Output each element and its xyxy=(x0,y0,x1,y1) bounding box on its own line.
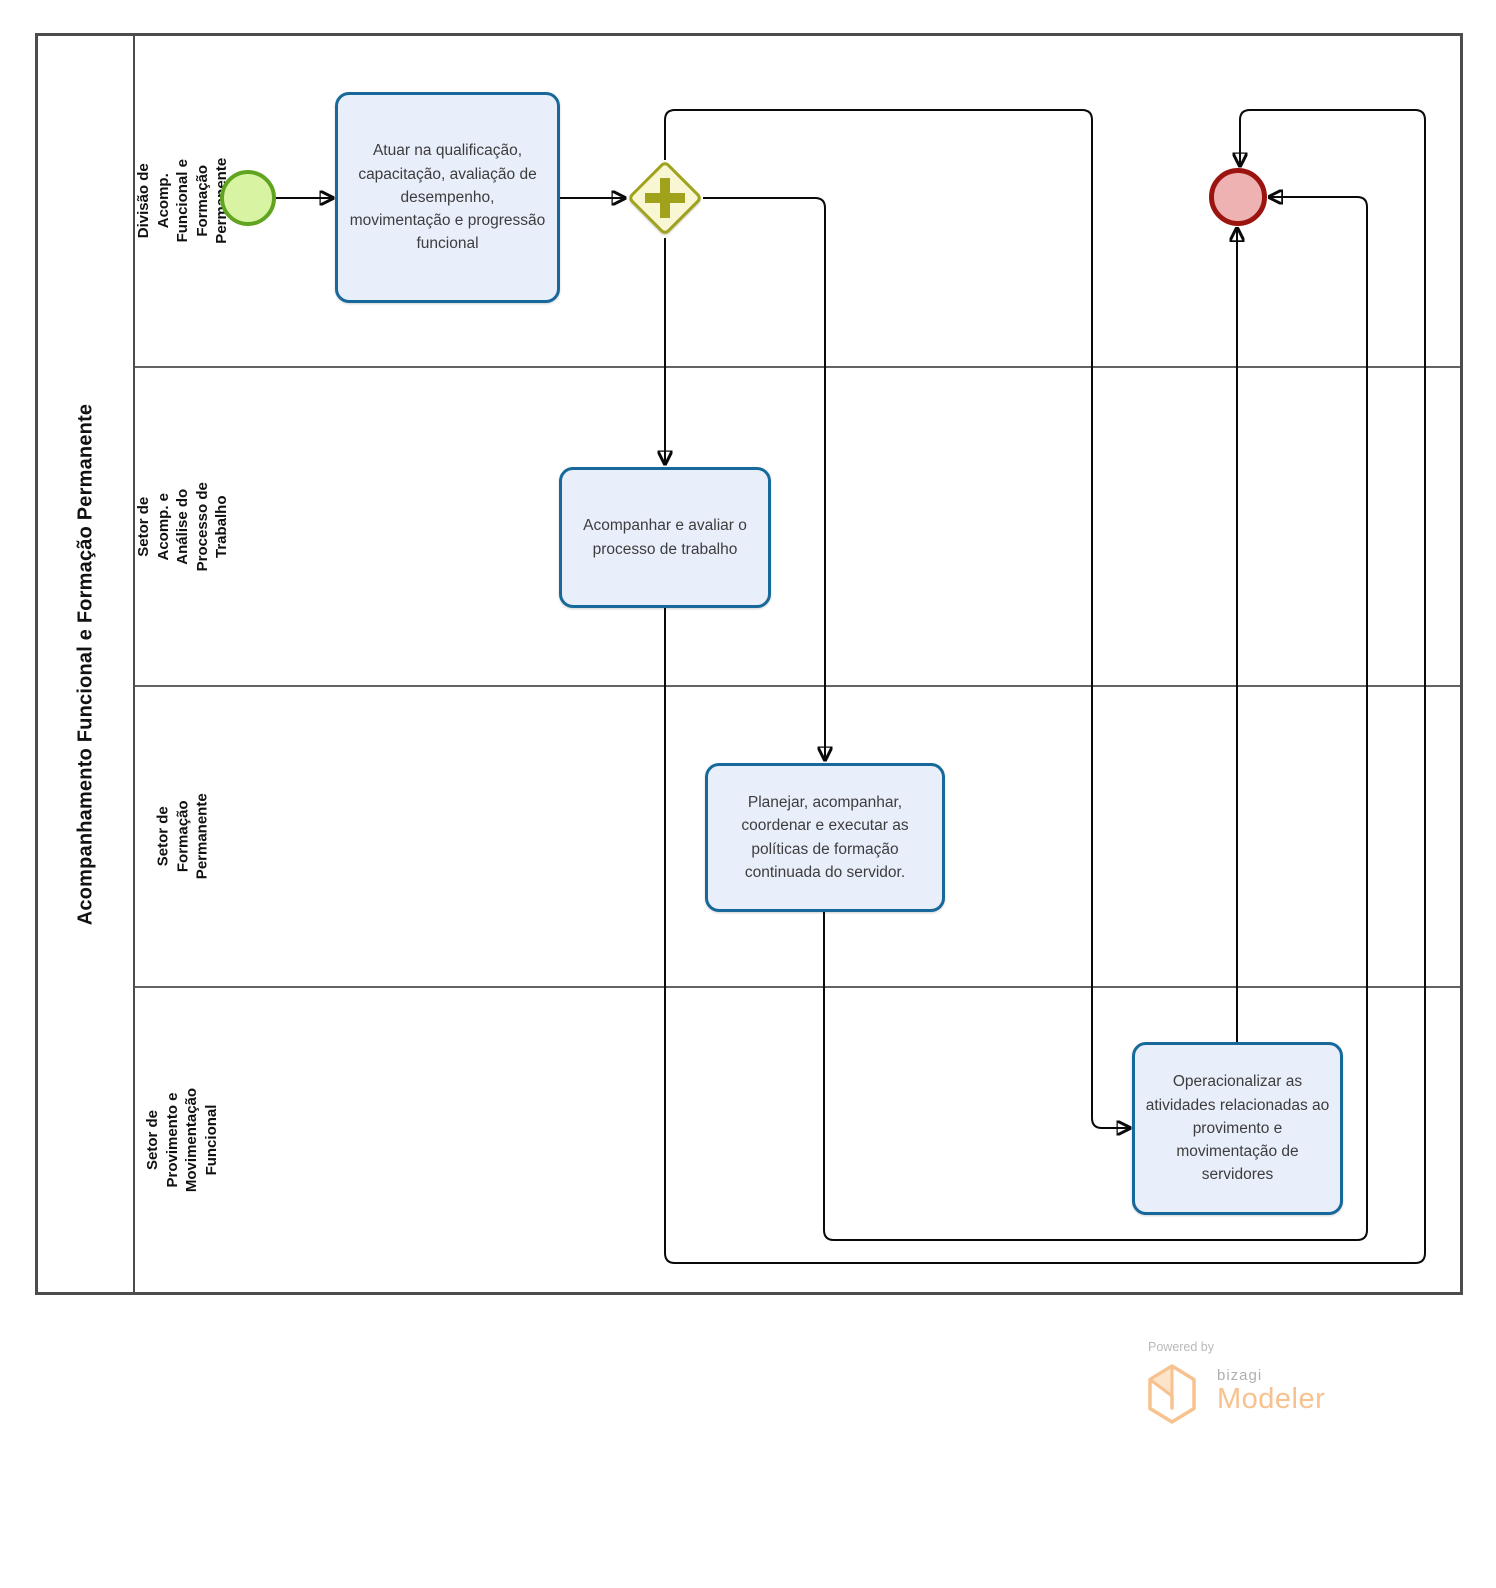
lane-label: Setor de Acomp. e Análise do Processo de… xyxy=(134,481,230,572)
task-atuar-qualificacao[interactable]: Atuar na qualificação, capacitação, aval… xyxy=(335,92,560,303)
task-label: Operacionalizar as atividades relacionad… xyxy=(1145,1073,1330,1184)
lane-label: Setor de Formação Permanente xyxy=(154,793,211,880)
start-event-icon[interactable] xyxy=(220,170,276,226)
task-label: Acompanhar e avaliar o processo de traba… xyxy=(583,517,747,558)
task-operacionalizar[interactable]: Operacionalizar as atividades relacionad… xyxy=(1132,1042,1343,1215)
task-planejar-coordenar[interactable]: Planejar, acompanhar, coordenar e execut… xyxy=(705,763,945,912)
bizagi-brand-text: bizagi xyxy=(1217,1367,1263,1384)
task-acompanhar-avaliar[interactable]: Acompanhar e avaliar o processo de traba… xyxy=(559,467,771,608)
lane-label: Divisão de Acomp. Funcional e Formação P… xyxy=(134,158,230,244)
lane-setor-acomp-analise: Setor de Acomp. e Análise do Processo de… xyxy=(135,368,1460,687)
powered-by-text: Powered by xyxy=(1148,1340,1215,1354)
task-label: Atuar na qualificação, capacitação, aval… xyxy=(349,142,546,253)
end-event-icon[interactable] xyxy=(1209,168,1267,226)
bizagi-logo-icon xyxy=(1148,1364,1196,1424)
pool-title-band: Acompanhamento Funcional e Formação Perm… xyxy=(38,36,135,1292)
bizagi-branding: Powered by bizagi Modeler xyxy=(1146,1340,1426,1425)
pool-title: Acompanhamento Funcional e Formação Perm… xyxy=(74,403,97,925)
parallel-gateway-icon[interactable] xyxy=(625,158,705,238)
lane-label: Setor de Provimento e Movimentação Funci… xyxy=(144,1087,221,1193)
task-label: Planejar, acompanhar, coordenar e execut… xyxy=(741,794,909,881)
modeler-product-text: Modeler xyxy=(1217,1383,1326,1415)
